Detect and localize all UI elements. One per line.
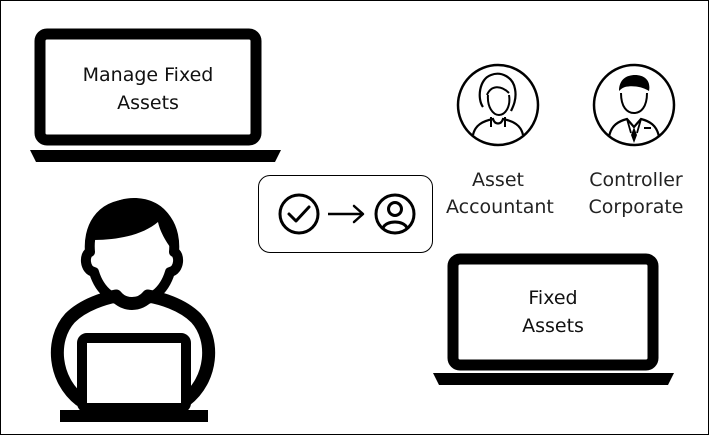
arrow-right-icon (328, 204, 365, 224)
role-1-line1: Asset (472, 169, 524, 191)
role-2-line2: Corporate (588, 196, 684, 218)
role-label-controller-corporate: Controller Corporate (580, 167, 692, 221)
laptop-manage-fixed-assets (30, 28, 281, 162)
check-circle-icon (278, 193, 320, 235)
laptop-screen-label: Manage Fixed Assets (48, 61, 248, 117)
approval-flow-box (258, 175, 433, 253)
user-circle-icon (374, 193, 416, 235)
role-1-line2: Accountant (446, 196, 554, 218)
laptop-fixed-assets (433, 253, 674, 385)
laptop2-label-line1: Fixed (528, 287, 578, 309)
user-with-laptop-icon (50, 198, 216, 422)
laptop-label-line2: Assets (117, 92, 179, 114)
laptop2-label-line2: Assets (522, 315, 584, 337)
businessman-avatar-icon (592, 63, 676, 147)
approval-flow-icons (278, 193, 416, 235)
woman-avatar-icon (456, 63, 540, 147)
role-label-asset-accountant: Asset Accountant (446, 167, 554, 221)
role-2-line1: Controller (589, 169, 683, 191)
laptop-label-line1: Manage Fixed (82, 64, 214, 86)
laptop-screen-label-2: Fixed Assets (471, 284, 635, 340)
